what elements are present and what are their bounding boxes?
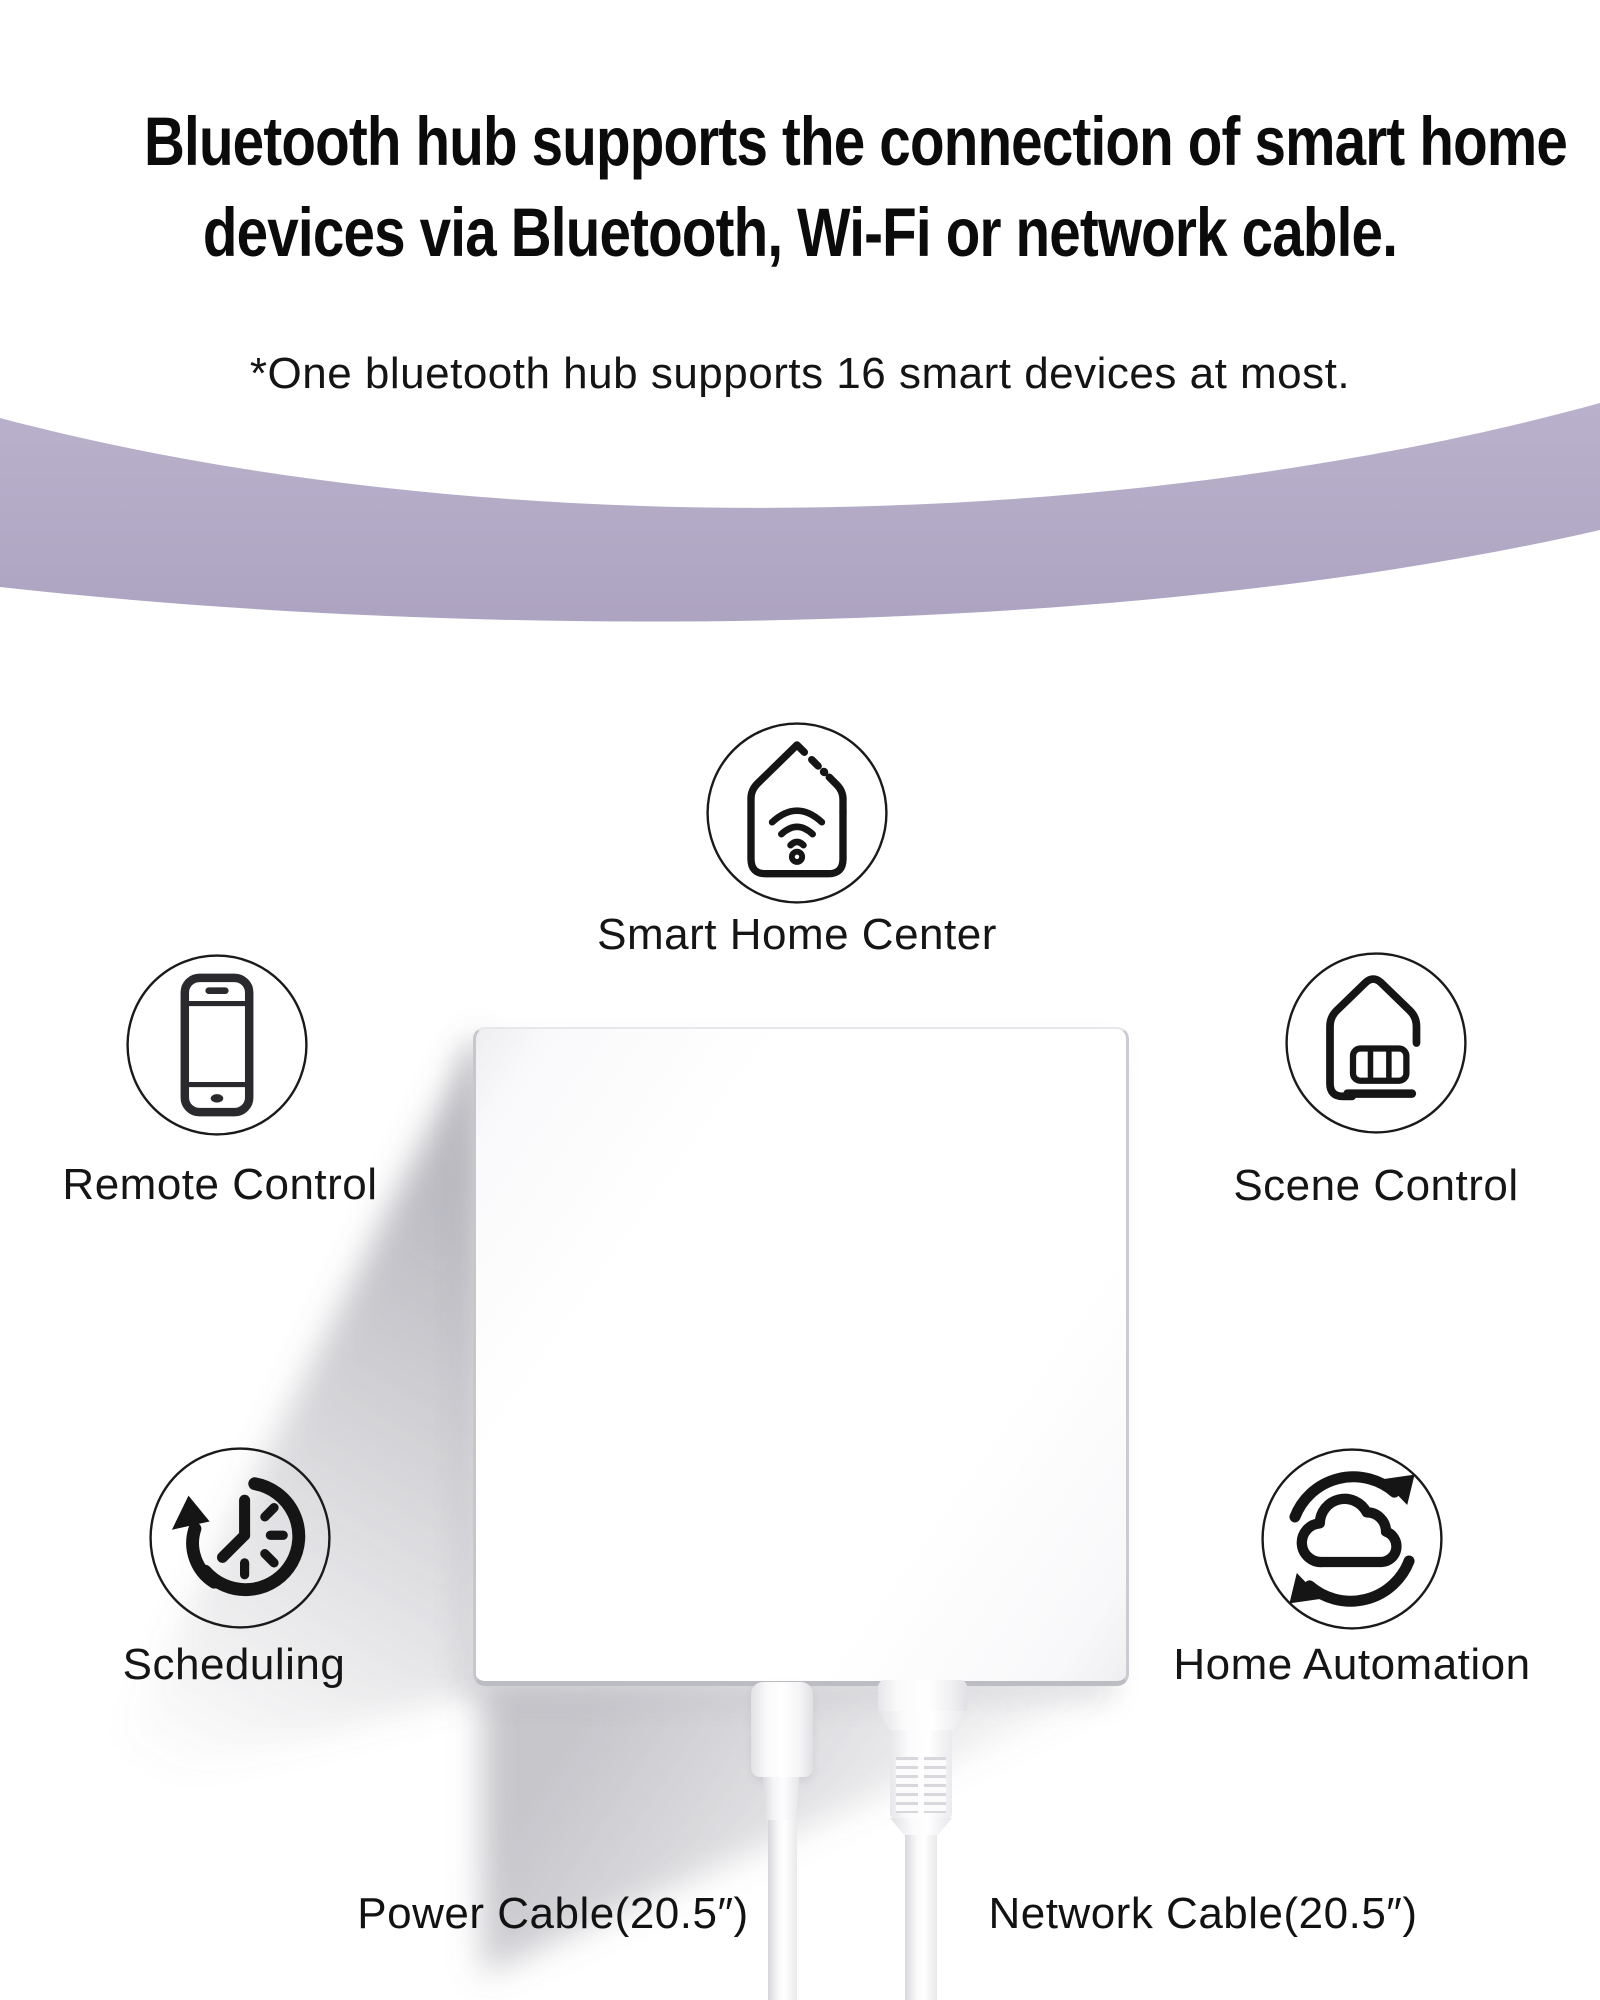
feature-label-scene-control: Scene Control [1233, 1161, 1519, 1210]
network-cable-strain-relief [890, 1730, 952, 1818]
page-title: Bluetooth hub supports the connection of… [144, 96, 1568, 278]
house-wifi-icon [706, 722, 888, 904]
page-title-line2: devices via Bluetooth, Wi-Fi or network … [202, 194, 1398, 271]
hub-device [473, 1027, 1129, 1686]
feature-label-scheduling: Scheduling [122, 1640, 346, 1689]
network-cable-shoulder [878, 1711, 967, 1731]
strain-relief-ribs [924, 1757, 946, 1813]
network-cable-label: Network Cable(20.5″) [988, 1889, 1418, 1938]
feature-label-remote-control: Remote Control [62, 1160, 378, 1209]
strain-relief-ribs [896, 1757, 918, 1813]
network-cable-cord [905, 1835, 937, 2000]
smartphone-icon [126, 954, 308, 1136]
feature-label-home-automation: Home Automation [1173, 1640, 1531, 1689]
clock-history-icon [149, 1447, 331, 1629]
power-cable-connector [751, 1682, 813, 1777]
house-sofa-icon [1285, 952, 1467, 1134]
page-title-line1: Bluetooth hub supports the connection of… [144, 103, 1568, 180]
power-cable-cord [768, 1820, 797, 2000]
network-cable-neck [890, 1818, 952, 1836]
power-cable-collar [762, 1777, 800, 1822]
network-cable-connector [878, 1680, 967, 1712]
feature-label-smart-home-center: Smart Home Center [597, 910, 997, 959]
power-cable-label: Power Cable(20.5″) [357, 1889, 749, 1938]
cloud-sync-icon [1261, 1448, 1443, 1630]
wave-decoration [0, 403, 1600, 622]
footnote: *One bluetooth hub supports 16 smart dev… [249, 349, 1351, 398]
